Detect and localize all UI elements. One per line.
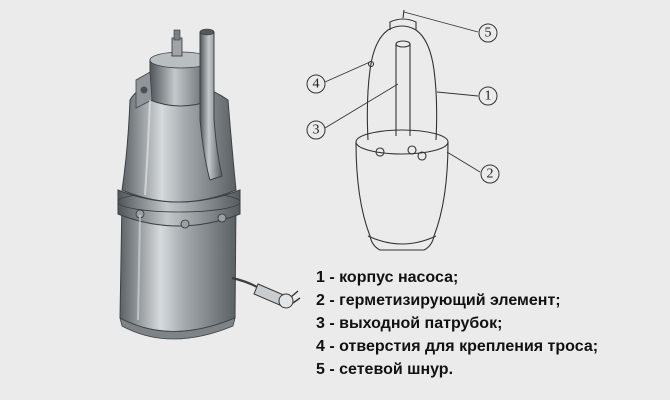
callout-4: 4: [306, 74, 326, 94]
legend-item-2: 2 - герметизирующий элемент;: [316, 292, 561, 309]
legend-item-5: 5 - сетевой шнур.: [316, 361, 454, 378]
callout-1: 1: [478, 86, 498, 106]
callout-5-label: 5: [485, 26, 492, 41]
callout-5: 5: [478, 23, 498, 43]
pump-schematic: [355, 9, 449, 251]
legend-item-4: 4 - отверстия для крепления троса;: [316, 338, 599, 355]
callout-3-label: 3: [313, 123, 320, 138]
legend-item-3: 3 - выходной патрубок;: [316, 315, 503, 332]
leader-lines: [324, 11, 481, 173]
callout-2: 2: [480, 164, 500, 184]
legend-item-1: 1 - корпус насоса;: [316, 269, 459, 286]
callout-3: 3: [306, 120, 326, 140]
pump-render: [117, 28, 301, 340]
callout-2-label: 2: [487, 167, 494, 182]
parts-legend: 1 - корпус насоса; 2 - герметизирующий э…: [316, 266, 598, 381]
callout-1-label: 1: [485, 89, 492, 104]
callout-4-label: 4: [313, 77, 320, 92]
